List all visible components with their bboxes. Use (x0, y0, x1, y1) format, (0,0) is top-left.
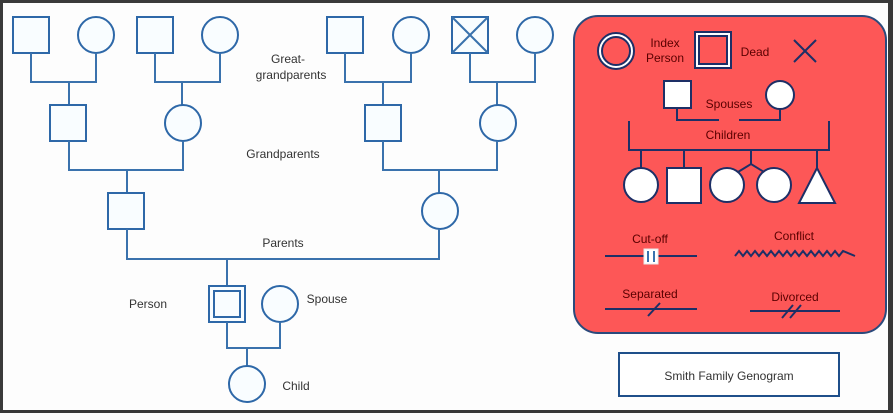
legend-index-label-2: Person (646, 51, 684, 65)
legend-children-bracket (628, 121, 830, 173)
great-grandparents-row (12, 16, 554, 54)
legend-spouse-connector (676, 108, 781, 121)
legend-spouse-female-icon (765, 80, 795, 110)
diagram-title: Smith Family Genogram (664, 369, 793, 383)
label-parents: Parents (262, 236, 303, 250)
legend-cutoff-line-icon (605, 248, 697, 265)
genogram-canvas: Great- grandparents Grandparents Parents… (3, 3, 888, 410)
legend-index-label-1: Index (650, 36, 679, 50)
female-symbol-ggp2[interactable] (77, 16, 115, 54)
legend-twin-2-icon (756, 167, 792, 203)
title-box: Smith Family Genogram (618, 352, 840, 397)
female-symbol-gp2[interactable] (164, 104, 202, 142)
dead-male-symbol-ggp7[interactable] (451, 16, 489, 54)
legend-unknown-sex-icon (797, 165, 837, 204)
label-great-grandparents-1: Great- (271, 52, 305, 66)
male-symbol-gp3[interactable] (364, 104, 402, 142)
legend-panel: Index Person Dead Spouses Childre (573, 15, 887, 334)
index-person-symbol[interactable] (208, 285, 246, 323)
male-symbol-father[interactable] (107, 192, 145, 230)
legend-spouse-male-icon (663, 80, 692, 109)
female-symbol-ggp6[interactable] (392, 16, 430, 54)
parents-connectors (126, 229, 440, 286)
female-symbol-spouse[interactable] (261, 285, 299, 323)
female-symbol-mother[interactable] (421, 192, 459, 230)
legend-conflict-label: Conflict (774, 229, 815, 243)
female-symbol-ggp4[interactable] (201, 16, 239, 54)
legend-child-male-icon (666, 167, 702, 204)
legend-children-label: Children (706, 128, 751, 142)
legend-twin-1-icon (709, 167, 745, 203)
female-symbol-ggp8[interactable] (516, 16, 554, 54)
legend-divorced-line-icon (750, 304, 840, 319)
label-great-grandparents-2: grandparents (256, 68, 327, 82)
male-symbol-ggp5[interactable] (326, 16, 364, 54)
label-person: Person (129, 297, 167, 311)
grandparents-row (49, 104, 517, 142)
genogram-svg: Great- grandparents Grandparents Parents… (12, 15, 887, 403)
female-symbol-gp4[interactable] (479, 104, 517, 142)
male-symbol-ggp1[interactable] (12, 16, 50, 54)
marriage-connector (226, 322, 281, 366)
label-grandparents: Grandparents (246, 147, 319, 161)
legend-cutoff-label: Cut-off (632, 232, 668, 246)
ggp-connectors (30, 53, 536, 105)
legend-separated-line-icon (605, 302, 697, 317)
male-symbol-gp1[interactable] (49, 104, 87, 142)
gp-connectors (68, 141, 498, 193)
legend-spouses-label: Spouses (706, 97, 753, 111)
label-spouse: Spouse (307, 292, 348, 306)
legend-conflict-zigzag-icon (734, 249, 856, 258)
label-child: Child (282, 379, 309, 393)
legend-divorced-label: Divorced (771, 290, 818, 304)
legend-child-female-icon (623, 167, 659, 203)
legend-index-female-icon (597, 32, 635, 70)
legend-dead-cross-icon (793, 39, 817, 63)
legend-separated-label: Separated (622, 287, 677, 301)
male-symbol-ggp3[interactable] (136, 16, 174, 54)
legend-index-male-icon (694, 31, 732, 69)
female-symbol-child[interactable] (228, 365, 266, 403)
legend-dead-label: Dead (741, 45, 770, 59)
parents-row (107, 192, 459, 230)
